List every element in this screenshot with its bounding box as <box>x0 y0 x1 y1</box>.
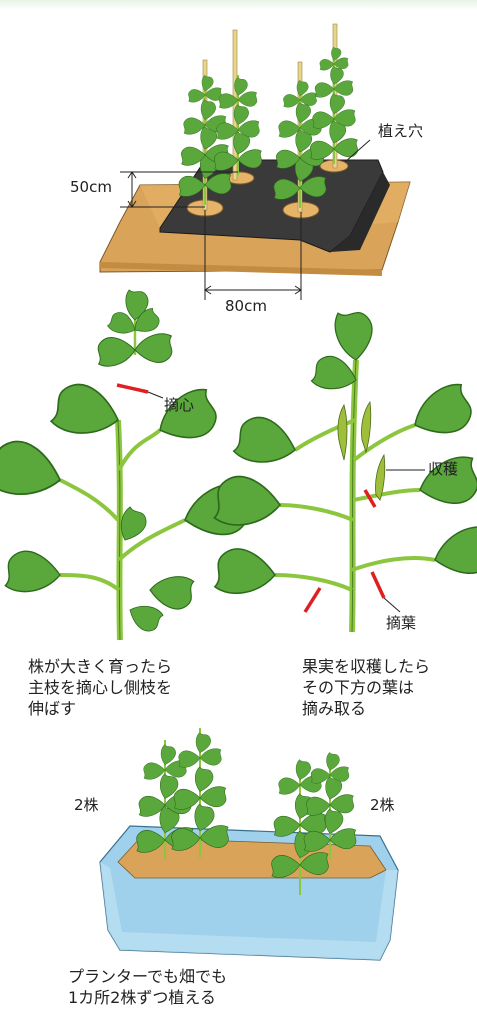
planter-left-count: 2株 <box>74 796 99 814</box>
okra-pod <box>337 403 348 461</box>
caption-line: 摘み取る <box>302 699 367 719</box>
harvest-cut-mark <box>363 489 377 508</box>
bed-diagram <box>99 23 411 300</box>
caption-line: 株が大きく育ったら <box>28 657 173 676</box>
seedling <box>214 75 261 175</box>
spacing-horizontal-label: 80cm <box>225 297 267 315</box>
caption-line: 伸ばす <box>28 699 77 719</box>
okra-pod <box>361 400 372 454</box>
caption-line: その下方の葉は <box>302 678 415 698</box>
harvest-plant <box>211 311 477 633</box>
pinch-caption: 株が大きく育ったら 主枝を摘心し側枝を 伸ばす <box>28 656 172 719</box>
leaf-cut-mark <box>370 571 386 599</box>
planter-caption: プランターでも畑でも 1カ所2株ずつ植える <box>68 966 227 1008</box>
okra-fruits <box>337 400 386 501</box>
caption-line: 主枝を摘心し側枝を <box>28 678 173 698</box>
planter-right-count: 2株 <box>370 796 395 814</box>
seedling <box>179 75 231 205</box>
pinching-plant <box>0 288 253 641</box>
pinch-cut-mark <box>116 383 149 394</box>
caption-line: 果実を収穫したら <box>302 657 431 676</box>
pinched-top <box>97 288 173 367</box>
harvest-caption: 果実を収穫したら その下方の葉は 摘み取る <box>302 656 430 719</box>
okra-pod <box>375 453 386 501</box>
leaf-cut-mark <box>303 587 322 613</box>
dimension-lines <box>120 139 371 300</box>
caption-line: 1カ所2株ずつ植える <box>68 988 216 1008</box>
top-banner-strip <box>0 0 477 10</box>
planting-hole-label: 植え穴 <box>378 122 424 140</box>
spacing-vertical-label: 50cm <box>70 178 112 196</box>
caption-line: プランターでも畑でも <box>68 967 228 986</box>
seedling <box>310 47 357 164</box>
harvest-label: 収穫 <box>428 460 459 478</box>
pinch-label: 摘心 <box>164 396 195 414</box>
planter <box>99 728 399 961</box>
seedling <box>274 80 326 208</box>
leaf-removal-label: 摘葉 <box>386 614 417 632</box>
